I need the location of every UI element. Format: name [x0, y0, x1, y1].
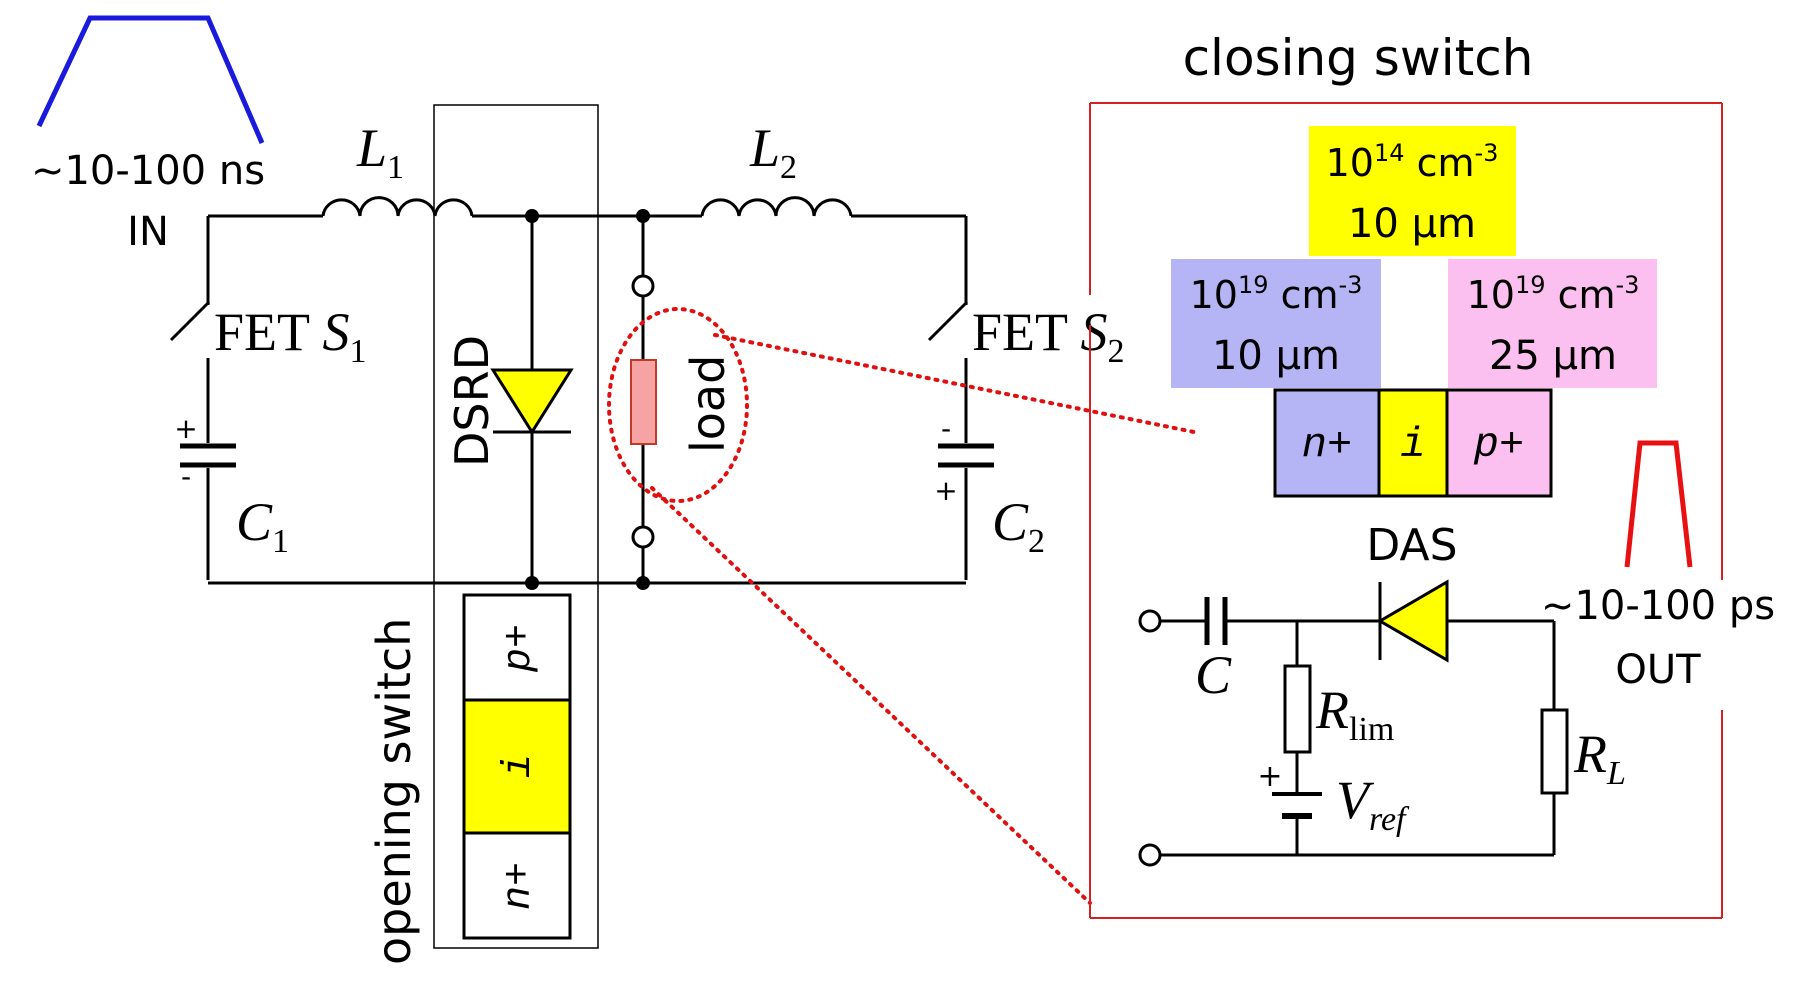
closing-switch-title: closing switch [1183, 29, 1534, 87]
vref-plus: + [1257, 759, 1282, 794]
p-doping-concentration: 1019 cm-3 [1467, 271, 1640, 317]
capacitor-c1-minus: - [181, 460, 191, 493]
closing-layer-n: n+ [1302, 421, 1352, 469]
n-doping-concentration: 1019 cm-3 [1190, 271, 1363, 317]
switch-s2 [927, 300, 969, 443]
das-label: DAS [1366, 520, 1457, 571]
resistor-rl-label: RL [1573, 724, 1626, 792]
input-pulse-duration: ~10-100 ns [31, 148, 265, 194]
capacitor-c2-label: C2 [992, 492, 1045, 560]
i-doping-box [1309, 126, 1516, 256]
switch-s2-label: FET S2 [972, 302, 1125, 370]
closing-layer-i: i [1400, 421, 1425, 469]
load-branch [631, 216, 655, 583]
resistor-rlim [1283, 664, 1312, 754]
capacitor-c2-plus: + [934, 474, 957, 507]
i-doping-concentration: 1014 cm-3 [1326, 139, 1499, 185]
closing-switch-frame [1089, 102, 1723, 919]
das-capacitor [1204, 597, 1228, 645]
capacitor-c2-minus: - [941, 412, 951, 445]
closing-layer-p: p+ [1473, 421, 1524, 469]
dsrd-diode [490, 216, 574, 583]
p-doping-thickness: 25 μm [1489, 333, 1617, 379]
inductor-l2-label: L2 [749, 118, 797, 186]
switch-s1 [169, 300, 211, 443]
dsrd-enclosure [433, 104, 599, 949]
output-label: OUT [1615, 647, 1701, 693]
vref-label: Vref [1336, 770, 1410, 838]
voltage-source-vref [1272, 792, 1322, 819]
load-label: load [681, 355, 735, 453]
n-doping-box [1171, 259, 1381, 388]
inductor-l1-label: L1 [356, 118, 404, 186]
opening-switch-pin-stack [462, 593, 572, 940]
input-label: IN [127, 209, 169, 255]
junction-dot [525, 209, 539, 223]
opening-switch-label: opening switch [367, 618, 421, 965]
top-rail-wires [206, 214, 968, 305]
junction-dot [525, 576, 539, 590]
capacitor-c2 [938, 443, 994, 580]
das-capacitor-label: C [1195, 645, 1232, 705]
resistor-rl [1540, 708, 1569, 795]
opening-layer-p: p+ [497, 624, 542, 673]
inductor-l1 [321, 196, 474, 217]
i-doping-thickness: 10 μm [1348, 201, 1476, 247]
capacitor-c1-plus: + [174, 412, 197, 445]
das-circuit-wires [1138, 609, 1556, 867]
n-doping-thickness: 10 μm [1212, 333, 1340, 379]
output-pulse-duration: ~10-100 ps [1541, 583, 1775, 629]
input-pulse-waveform [36, 15, 265, 144]
dsrd-label: DSRD [445, 335, 499, 467]
closing-switch-pin-stack [1273, 388, 1553, 498]
capacitor-c1 [180, 443, 236, 580]
zoom-indicator [607, 307, 1196, 905]
resistor-rlim-label: Rlim [1315, 680, 1394, 748]
p-doping-box [1448, 259, 1657, 388]
load-resistor [630, 359, 657, 445]
output-pulse-waveform [1624, 440, 1693, 568]
switch-s1-label: FET S1 [214, 302, 367, 370]
das-diode [1377, 579, 1449, 663]
capacitor-c1-label: C1 [236, 492, 289, 560]
opening-layer-i: i [497, 754, 542, 778]
inductor-l2 [700, 196, 853, 217]
opening-layer-n: n+ [497, 862, 542, 910]
